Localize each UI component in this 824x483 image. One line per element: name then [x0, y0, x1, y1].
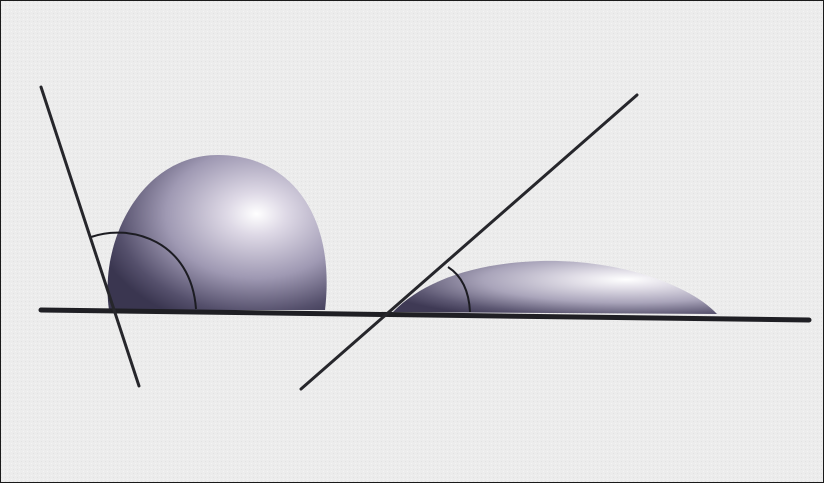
diagram-frame — [0, 0, 824, 483]
contact-angle-diagram — [1, 1, 823, 482]
